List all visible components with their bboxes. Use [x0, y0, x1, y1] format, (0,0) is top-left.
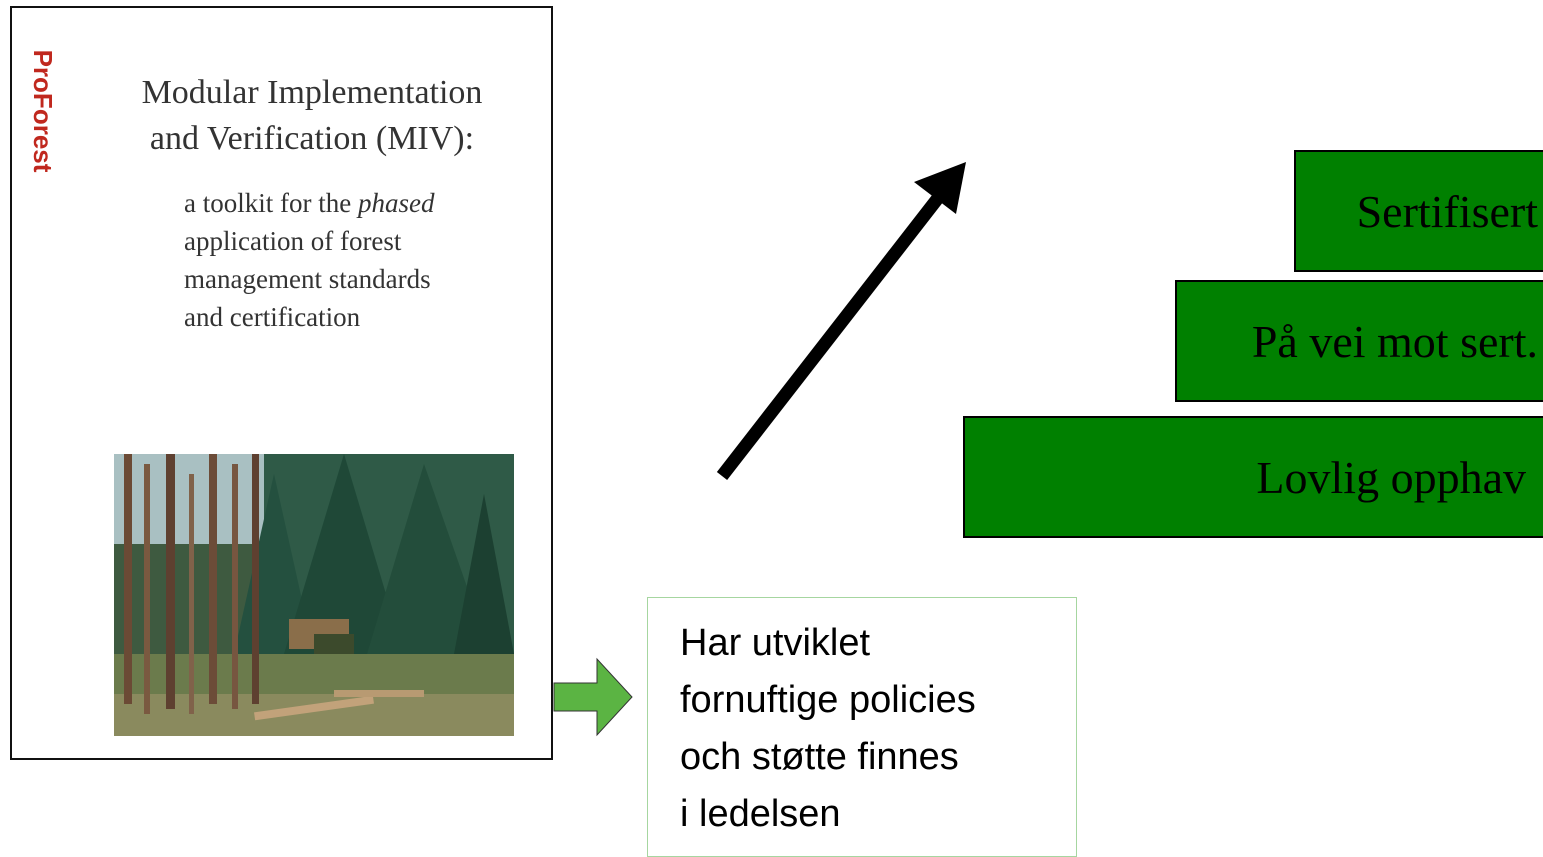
document-cover: ProForest Modular Implementation and Ver… [10, 6, 553, 760]
policy-line-1: Har utviklet [680, 622, 871, 664]
document-title: Modular Implementation and Verification … [102, 70, 522, 162]
policy-line-3: och støtte finnes [680, 736, 959, 778]
subtitle-line-3: management standards [184, 264, 431, 294]
subtitle-line-4: and certification [184, 302, 361, 332]
subtitle-line-1: a toolkit for the phased [184, 184, 524, 222]
policy-line-4: i ledelsen [680, 793, 841, 835]
policy-textbox: Har utviklet fornuftige policies och stø… [647, 597, 1077, 857]
progress-arrow-icon [716, 162, 966, 480]
step-certified: Sertifisert [1294, 150, 1543, 272]
subtitle-italic: phased [357, 188, 435, 218]
title-line-1: Modular Implementation [141, 74, 483, 111]
forest-photo [114, 454, 514, 736]
proforest-logo: ProForest [26, 36, 56, 186]
side-arrow-icon [553, 657, 633, 737]
step-legal-origin-label: Lovlig opphav [1256, 451, 1526, 503]
step-towards-certification-label: På vei mot sert. [1251, 315, 1538, 367]
step-towards-certification: På vei mot sert. [1175, 280, 1543, 402]
logo-text: ProForest [28, 50, 56, 173]
step-legal-origin: Lovlig opphav [963, 416, 1543, 538]
title-line-2: and Verification (MIV): [149, 120, 475, 157]
subtitle-prefix: a toolkit for the [184, 188, 358, 218]
document-subtitle: a toolkit for the phased application of … [184, 184, 524, 336]
policy-line-2: fornuftige policies [680, 679, 976, 721]
step-certified-label: Sertifisert [1356, 185, 1538, 237]
subtitle-line-2: application of forest [184, 226, 402, 256]
